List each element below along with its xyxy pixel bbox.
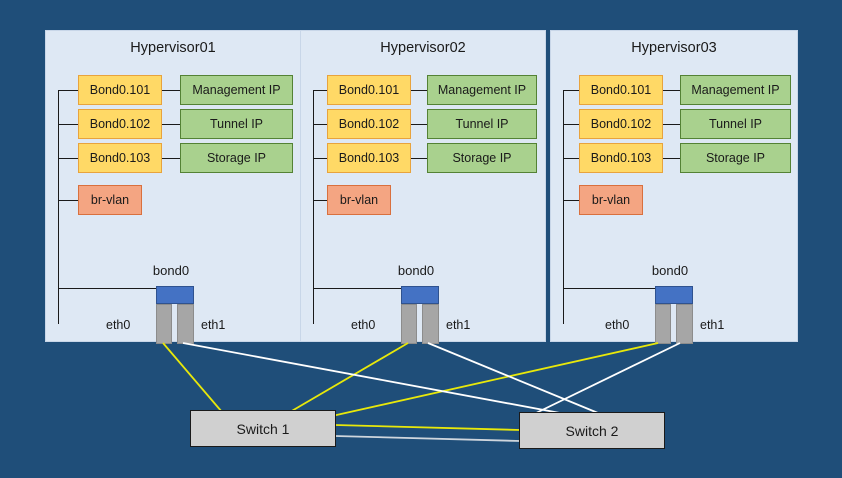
cable-h2-eth1-switch2 [427,342,599,414]
vlan-box-0[interactable]: Bond0.101 [327,75,411,105]
eth0-label: eth0 [351,318,376,332]
vlan-trunk-line [58,90,60,324]
vlan-box-0[interactable]: Bond0.101 [579,75,663,105]
cable-switch1-switch2-secondary [334,435,521,442]
vlan-box-2[interactable]: Bond0.103 [579,143,663,173]
vlan-stub-line [313,124,327,126]
bond0-label: bond0 [152,263,190,278]
eth1-label: eth1 [446,318,471,332]
vlan-stub-line [313,90,327,92]
cable-h2-eth0-switch1 [289,342,409,413]
vlan-box-0[interactable]: Bond0.101 [78,75,162,105]
switch-1-box[interactable]: Switch 1 [190,410,336,447]
vlan-stub-line [58,158,78,160]
vlan-stub-line [563,90,579,92]
vlan-ip-link-1 [162,124,180,126]
ip-box-0[interactable]: Management IP [180,75,293,105]
vlan-stub-line [58,124,78,126]
vlan-ip-link-1 [663,124,680,126]
eth1-bar[interactable] [422,304,439,344]
bond0-trunk-line [58,288,156,290]
bond0-trunk-line [313,288,401,290]
vlan-box-2[interactable]: Bond0.103 [327,143,411,173]
eth0-bar[interactable] [401,304,417,344]
bond0-label: bond0 [651,263,689,278]
brvlan-stub-line [313,200,327,202]
ip-box-0[interactable]: Management IP [680,75,791,105]
cable-h3-eth1-switch2 [533,342,681,415]
vlan-stub-line [563,124,579,126]
brvlan-stub-line [58,200,78,202]
vlan-box-2[interactable]: Bond0.103 [78,143,162,173]
bond0-bar[interactable] [156,286,194,304]
vlan-box-1[interactable]: Bond0.102 [78,109,162,139]
vlan-stub-line [563,158,579,160]
ip-box-1[interactable]: Tunnel IP [427,109,537,139]
bond0-label: bond0 [397,263,435,278]
br-vlan-box[interactable]: br-vlan [327,185,391,215]
br-vlan-box[interactable]: br-vlan [78,185,142,215]
bond0-bar[interactable] [655,286,693,304]
vlan-box-1[interactable]: Bond0.102 [579,109,663,139]
hypervisor-title: Hypervisor02 [380,40,466,56]
eth0-label: eth0 [605,318,630,332]
vlan-trunk-line [563,90,565,324]
vlan-ip-link-2 [411,158,427,160]
vlan-ip-link-2 [663,158,680,160]
ip-box-2[interactable]: Storage IP [427,143,537,173]
ip-box-2[interactable]: Storage IP [180,143,293,173]
eth1-label: eth1 [700,318,725,332]
vlan-ip-link-0 [162,90,180,92]
cable-switch1-switch2-primary [334,424,521,431]
vlan-ip-link-2 [162,158,180,160]
hypervisor-title: Hypervisor01 [130,40,216,56]
eth0-bar[interactable] [156,304,172,344]
bond0-trunk-line [563,288,655,290]
vlan-box-1[interactable]: Bond0.102 [327,109,411,139]
ip-box-1[interactable]: Tunnel IP [180,109,293,139]
br-vlan-box[interactable]: br-vlan [579,185,643,215]
vlan-stub-line [313,158,327,160]
cable-h1-eth0-switch1 [162,342,223,413]
eth1-bar[interactable] [177,304,194,344]
eth1-label: eth1 [201,318,226,332]
brvlan-stub-line [563,200,579,202]
hypervisor-panel-2: Hypervisor02 Bond0.101 Management IP Bon… [300,30,546,344]
eth0-bar[interactable] [655,304,671,344]
hypervisor-panel-3: Hypervisor03 Bond0.101 Management IP Bon… [550,30,798,344]
cable-h1-eth1-switch2 [182,342,561,414]
eth0-label: eth0 [106,318,131,332]
vlan-ip-link-0 [663,90,680,92]
bond0-bar[interactable] [401,286,439,304]
hypervisor-panel-1: Hypervisor01 Bond0.101 Management IP Bon… [45,30,301,344]
vlan-ip-link-0 [411,90,427,92]
eth1-bar[interactable] [676,304,693,344]
ip-box-0[interactable]: Management IP [427,75,537,105]
hypervisor-title: Hypervisor03 [631,40,717,56]
switch-2-box[interactable]: Switch 2 [519,412,665,449]
ip-box-2[interactable]: Storage IP [680,143,791,173]
vlan-trunk-line [313,90,315,324]
ip-box-1[interactable]: Tunnel IP [680,109,791,139]
cable-h3-eth0-switch1 [331,342,659,417]
vlan-stub-line [58,90,78,92]
vlan-ip-link-1 [411,124,427,126]
